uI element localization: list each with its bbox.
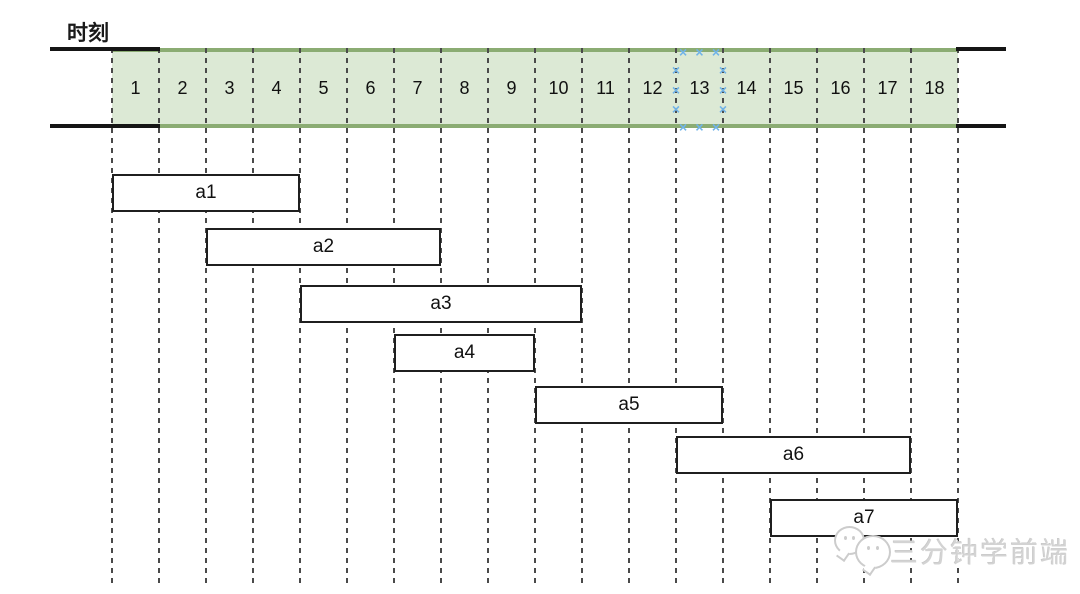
timeline-cell: 13: [676, 52, 723, 124]
cell-number: 6: [365, 77, 376, 98]
cell-number: 10: [548, 77, 569, 98]
task-bar: a3: [300, 285, 582, 323]
timeline-cell: 2: [159, 52, 206, 124]
cell-number: 12: [642, 77, 663, 98]
bubble-eye-icon: [876, 546, 879, 550]
task-bar: a4: [394, 334, 535, 372]
grid-dashed-line: [910, 48, 912, 588]
timeline-cell: 1: [112, 52, 159, 124]
grid-dashed-line: [111, 48, 113, 588]
task-label: a4: [453, 342, 476, 363]
timeline-cell: 3: [206, 52, 253, 124]
cell-number: 11: [596, 77, 615, 98]
task-label: a1: [195, 182, 217, 203]
cell-number: 4: [271, 77, 282, 98]
grid-dashed-line: [158, 48, 160, 588]
task-bar: a6: [676, 436, 911, 474]
timeline-cell: 15: [770, 52, 817, 124]
timeline-cell: 10: [535, 52, 582, 124]
bubble-eye-icon: [867, 546, 870, 550]
timeline-cell: 4: [253, 52, 300, 124]
timeline-cell: 8: [441, 52, 488, 124]
grid-dashed-line: [769, 48, 771, 588]
timeline-cell: 11: [582, 52, 629, 124]
bubble-eye-icon: [852, 536, 855, 540]
selection-cross-icon: ×: [711, 119, 721, 135]
cell-number: 8: [459, 77, 470, 98]
task-label: a5: [618, 394, 640, 415]
timeline-cell: 5: [300, 52, 347, 124]
timeline-cell: 17: [864, 52, 911, 124]
grid-dashed-line: [675, 48, 677, 588]
selection-cross-icon: ×: [695, 119, 704, 135]
task-bar: a2: [206, 228, 441, 266]
grid-dashed-line: [205, 48, 207, 588]
cell-number: 16: [830, 77, 851, 98]
bubble-eye-icon: [844, 536, 847, 540]
cell-number: 17: [877, 77, 898, 98]
task-label: a2: [312, 236, 335, 257]
selection-cross-icon: ×: [671, 62, 681, 79]
task-label: a7: [853, 507, 875, 528]
selection-cross-icon: ×: [718, 62, 728, 79]
timeline-rail-left-bottom: [50, 124, 160, 128]
cell-number: 7: [412, 77, 423, 98]
cell-number: 3: [224, 77, 235, 98]
grid-dashed-line: [722, 48, 724, 588]
timeline-cell: 9: [488, 52, 535, 124]
grid-dashed-line: [252, 48, 254, 588]
cell-number: 2: [177, 77, 188, 98]
task-label: a6: [782, 444, 805, 465]
cell-number: 1: [130, 77, 141, 98]
cell-number: 14: [736, 77, 757, 98]
grid-dashed-line: [816, 48, 818, 588]
cell-number: 5: [318, 77, 329, 98]
timeline-cell: 6: [347, 52, 394, 124]
watermark: 三分钟学前端: [830, 516, 1070, 580]
timeline-title: 时刻: [67, 22, 109, 45]
grid-dashed-line: [957, 48, 959, 588]
timeline-rail-right-top: [956, 47, 1006, 51]
timeline-rail-right-bottom: [956, 124, 1006, 128]
timeline-cell: 18: [911, 52, 958, 124]
task-bar: a7: [770, 499, 958, 537]
selection-cross-icon: ×: [718, 81, 728, 98]
task-label: a3: [430, 293, 452, 314]
timeline-cell: 14: [723, 52, 770, 124]
grid-dashed-line: [581, 48, 583, 588]
selection-cross-icon: ×: [671, 100, 681, 117]
watermark-text: 三分钟学前端: [890, 537, 1071, 568]
selection-cross-icon: ×: [678, 44, 688, 60]
cell-number: 13: [689, 77, 710, 98]
grid-dashed-line: [628, 48, 630, 588]
selection-cross-icon: ×: [678, 119, 688, 135]
timeline-cell: 16: [817, 52, 864, 124]
grid-dashed-line: [863, 48, 865, 588]
cell-number: 18: [924, 77, 945, 98]
selection-cross-icon: ×: [671, 81, 681, 98]
cell-number: 15: [783, 77, 804, 98]
timeline-rail-left-top: [50, 47, 160, 51]
selection-cross-icon: ×: [695, 44, 704, 60]
task-bar: a5: [535, 386, 723, 424]
chat-bubble-icon: [855, 535, 891, 569]
selection-cross-icon: ×: [711, 44, 721, 60]
cell-number: 9: [506, 77, 517, 98]
timeline-cell: 12: [629, 52, 676, 124]
timeline-cell: 7: [394, 52, 441, 124]
task-bar: a1: [112, 174, 300, 212]
selection-cross-icon: ×: [718, 100, 728, 117]
